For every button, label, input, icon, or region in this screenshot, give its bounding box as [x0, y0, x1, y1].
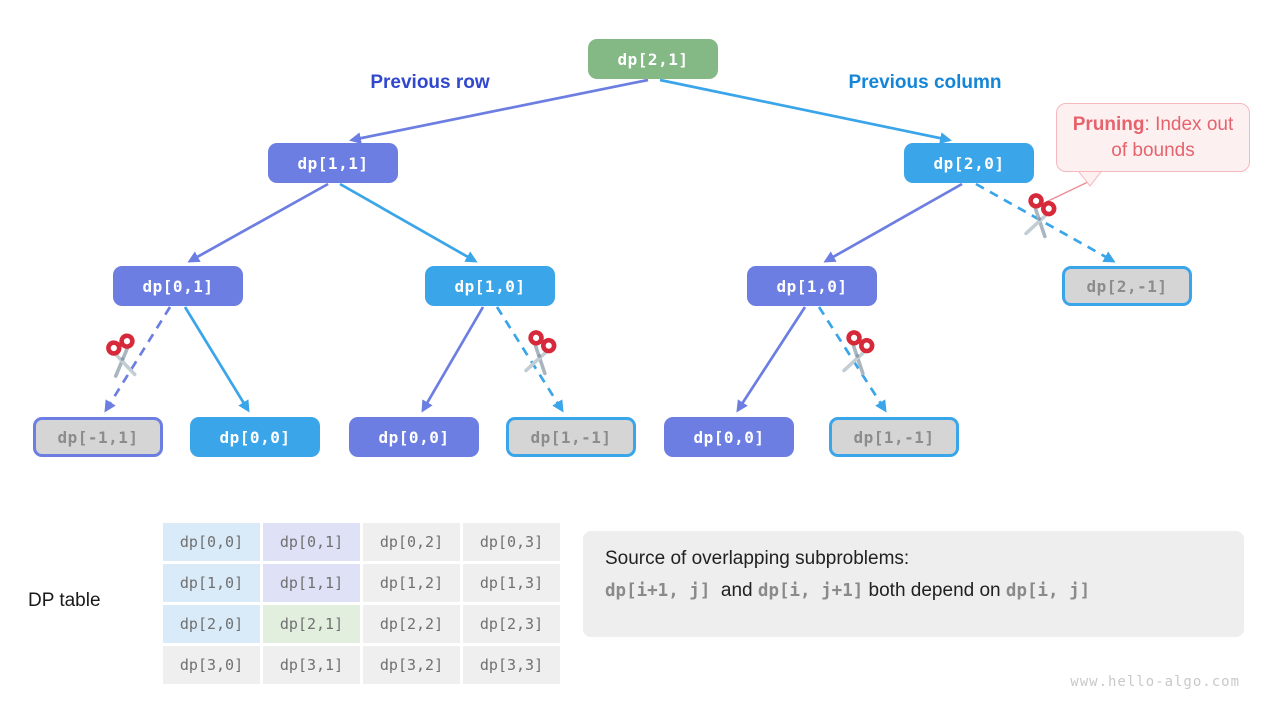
tree-node: dp[2,-1] — [1062, 266, 1192, 306]
note-code-segment: dp[i, j+1] — [757, 581, 864, 601]
tree-node: dp[2,0] — [904, 143, 1034, 183]
tree-node: dp[1,1] — [268, 143, 398, 183]
tree-node: dp[1,0] — [747, 266, 877, 306]
pruning-callout: Pruning: Index out of bounds — [1056, 103, 1250, 173]
dp-table-cell: dp[3,1] — [263, 646, 360, 684]
tree-node: dp[0,1] — [113, 266, 243, 306]
dp-table-cell: dp[1,3] — [463, 564, 560, 602]
tree-node: dp[0,0] — [349, 417, 479, 457]
dp-table-caption: DP table — [28, 590, 101, 611]
dp-table-cell: dp[3,2] — [363, 646, 460, 684]
overlapping-subproblems-note: Source of overlapping subproblems: dp[i+… — [583, 531, 1244, 637]
dp-table-cell: dp[3,0] — [163, 646, 260, 684]
dp-table-cell: dp[0,1] — [263, 523, 360, 561]
dp-table-cell: dp[1,0] — [163, 564, 260, 602]
dp-table-cell: dp[1,2] — [363, 564, 460, 602]
note-code-segment: dp[i, j] — [1005, 581, 1091, 601]
note-line2: dp[i+1, j] and dp[i, j+1] both depend on… — [605, 580, 1222, 602]
tree-node: dp[1,-1] — [829, 417, 959, 457]
dp-table-cell: dp[3,3] — [463, 646, 560, 684]
pruning-callout-text: : Index out of bounds — [1111, 114, 1234, 161]
dp-table-cell: dp[2,3] — [463, 605, 560, 643]
tree-node: dp[0,0] — [190, 417, 320, 457]
tree-node: dp[0,0] — [664, 417, 794, 457]
dp-table-cell: dp[0,0] — [163, 523, 260, 561]
tree-node: dp[-1,1] — [33, 417, 163, 457]
tree-node: dp[1,0] — [425, 266, 555, 306]
dp-table-cell: dp[2,2] — [363, 605, 460, 643]
previous-row-label: Previous row — [370, 72, 490, 93]
watermark: www.hello-algo.com — [1070, 674, 1240, 690]
dp-table-cell: dp[0,3] — [463, 523, 560, 561]
tree-node: dp[2,1] — [588, 39, 718, 79]
dp-table-cell: dp[1,1] — [263, 564, 360, 602]
dp-table: dp[0,0]dp[0,1]dp[0,2]dp[0,3]dp[1,0]dp[1,… — [163, 523, 560, 684]
note-line1: Source of overlapping subproblems: — [605, 548, 910, 569]
previous-column-label: Previous column — [848, 72, 1002, 93]
dp-table-cell: dp[2,1] — [263, 605, 360, 643]
pruning-callout-bold: Pruning — [1072, 114, 1145, 135]
tree-node: dp[1,-1] — [506, 417, 636, 457]
note-code-segment: dp[i+1, j] — [605, 581, 711, 601]
dp-table-cell: dp[0,2] — [363, 523, 460, 561]
note-text-segment: both depend on — [863, 580, 1006, 601]
note-text-segment: and — [710, 580, 758, 601]
dp-table-cell: dp[2,0] — [163, 605, 260, 643]
